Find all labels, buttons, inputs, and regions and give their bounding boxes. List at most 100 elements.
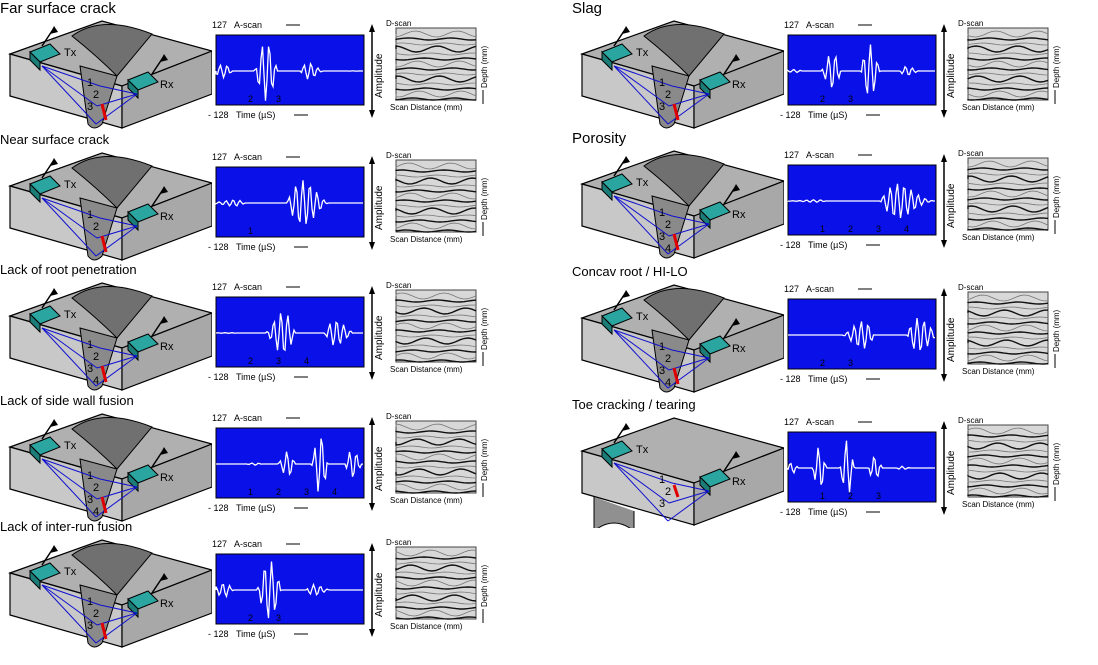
dscan-band xyxy=(967,457,1049,465)
ascan-marker: 3 xyxy=(848,358,853,368)
ascan-max: 127 xyxy=(212,413,227,423)
dscan-band xyxy=(967,354,1049,362)
amplitude-label: Amplitude xyxy=(374,572,385,617)
dscan-band xyxy=(395,423,477,431)
weld-cap xyxy=(71,24,153,77)
dscan-band xyxy=(395,299,477,303)
ascan-title: A-scan xyxy=(806,284,834,294)
ray-path xyxy=(96,355,138,369)
dscan-band xyxy=(395,571,477,575)
depth-label: Depth (mm) xyxy=(480,177,489,220)
block-side xyxy=(121,50,212,129)
dscan-band xyxy=(395,438,477,446)
ray-path xyxy=(613,462,669,522)
ray-path xyxy=(41,65,98,107)
ascan-marker: 2 xyxy=(848,491,853,501)
defect-mark xyxy=(100,103,108,121)
dscan-band xyxy=(967,434,1049,438)
amplitude-label: Amplitude xyxy=(946,317,957,362)
dscan-band xyxy=(395,229,477,233)
dscan-band xyxy=(395,82,477,86)
dscan-band xyxy=(395,556,477,560)
dscan-band xyxy=(395,72,477,76)
weld-root xyxy=(79,65,118,129)
path-number: 1 xyxy=(87,209,93,221)
ray-path xyxy=(99,478,138,488)
ray-path xyxy=(41,197,98,239)
dscan-title: D-scan xyxy=(386,152,411,160)
dscan-band xyxy=(395,52,477,56)
block-side xyxy=(121,443,212,522)
block-side xyxy=(121,569,212,648)
ascan-waveform xyxy=(215,46,363,101)
path-number: 3 xyxy=(87,101,93,113)
dscan-band xyxy=(967,301,1049,305)
ascan-marker: 1 xyxy=(248,226,253,236)
weld-cap xyxy=(643,24,725,77)
ray-path xyxy=(667,357,710,389)
ray-path xyxy=(613,65,670,107)
dscan-band xyxy=(395,322,477,330)
dscan-band xyxy=(967,57,1049,61)
dscan-band xyxy=(967,339,1049,347)
amplitude-label: Amplitude xyxy=(374,315,385,360)
ascan-title: A-scan xyxy=(234,539,262,549)
ascan-plot xyxy=(787,298,937,370)
scan-distance-label: Scan Distance (mm) xyxy=(390,103,463,112)
depth-label: Depth (mm) xyxy=(480,307,489,350)
dscan-band xyxy=(967,479,1049,483)
dscan-band xyxy=(967,484,1049,488)
defect-title: Slag xyxy=(572,0,603,17)
dscan-band xyxy=(395,30,477,38)
ascan-waveform xyxy=(216,438,364,492)
dscan-band xyxy=(395,97,477,101)
dscan-band xyxy=(395,450,477,454)
dscan-band xyxy=(967,464,1049,468)
dscan-band xyxy=(395,561,477,565)
scan-distance-label: Scan Distance (mm) xyxy=(390,496,463,505)
dscan-band xyxy=(395,586,477,590)
dscan-band xyxy=(395,465,477,469)
ascan-title: A-scan xyxy=(806,417,834,427)
defect-title: Toe cracking / tearing xyxy=(572,397,696,412)
dscan-band xyxy=(395,57,477,61)
dscan-band xyxy=(967,220,1049,228)
dscan-band xyxy=(967,160,1049,168)
ascan-marker: 4 xyxy=(904,224,909,234)
tx-label: Tx xyxy=(636,177,649,189)
dscan-band xyxy=(395,174,477,178)
path-number: 4 xyxy=(665,377,671,389)
dscan-band xyxy=(395,60,477,68)
dscan-band xyxy=(395,576,477,580)
dscan-band xyxy=(967,190,1049,198)
dscan-band xyxy=(967,472,1049,480)
ray-path xyxy=(95,93,138,125)
ray-path xyxy=(668,93,710,107)
dscan-band xyxy=(395,162,477,170)
dscan-band xyxy=(395,319,477,323)
weld-cap xyxy=(643,154,725,207)
ascan-min: - 128 xyxy=(780,507,801,517)
dscan-band xyxy=(395,609,477,617)
time-axis-label: Time (µS) xyxy=(808,507,847,517)
ascan-marker: 1 xyxy=(820,491,825,501)
ascan-min: - 128 xyxy=(208,242,229,252)
time-axis-label: Time (µS) xyxy=(236,503,275,513)
ascan-max: 127 xyxy=(212,152,227,162)
defect-mark xyxy=(672,484,680,498)
ascan-marker: 3 xyxy=(276,94,281,104)
path-number: 2 xyxy=(665,353,671,365)
dscan-band xyxy=(395,222,477,230)
ascan-waveform xyxy=(215,561,363,619)
dscan-band xyxy=(395,307,477,315)
